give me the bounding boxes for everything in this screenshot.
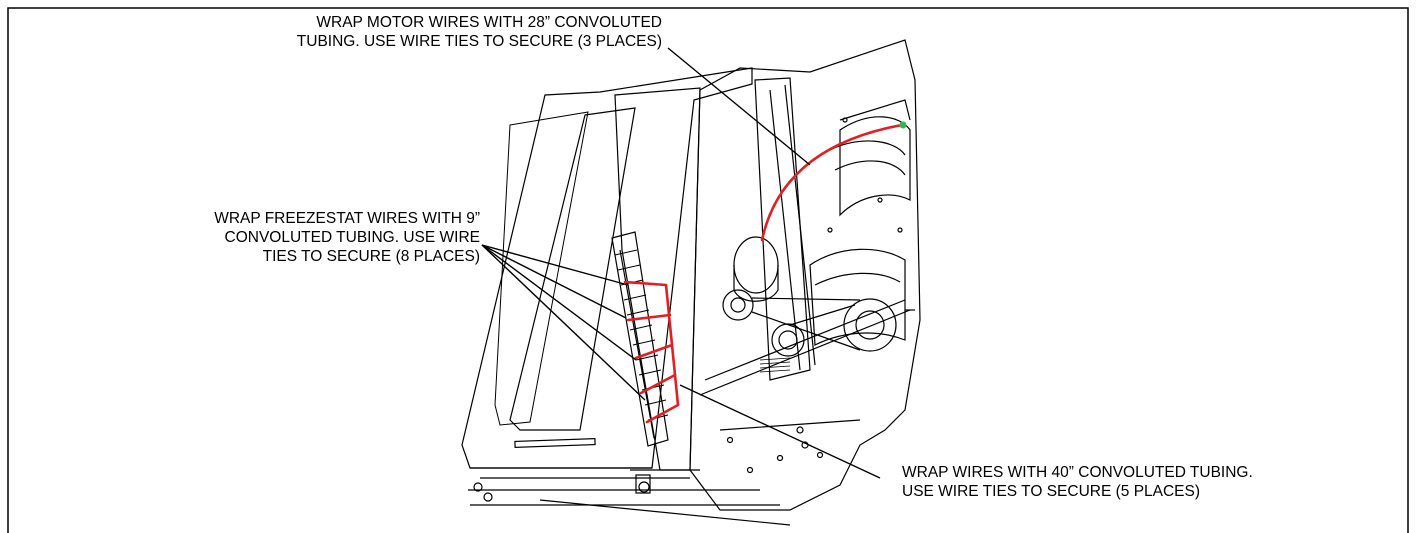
frame-border: [7, 7, 1409, 533]
wires-tubing-callout: WRAP WIRES WITH 40” CONVOLUTED TUBING. U…: [902, 463, 1253, 501]
wire-routing: [623, 123, 904, 424]
terminal-marker: [899, 121, 907, 129]
leader-lines: [481, 47, 881, 479]
freezestat-leader-4: [481, 244, 646, 401]
freezestat-leader-2: [481, 244, 627, 319]
freezestat-callout-line-1: WRAP FREEZESTAT WIRES WITH 9”: [214, 210, 480, 227]
freezestat-wires-callout: WRAP FREEZESTAT WIRES WITH 9” CONVOLUTED…: [112, 209, 480, 266]
motor-callout-line-1: WRAP MOTOR WIRES WITH 28” CONVOLUTED: [316, 14, 662, 31]
blower-section: [689, 39, 921, 511]
wires-callout-line-1: WRAP WIRES WITH 40” CONVOLUTED TUBING.: [902, 464, 1253, 481]
wires-leader: [679, 384, 881, 479]
motor-wire: [760, 123, 904, 242]
freezestat-leader-1: [481, 244, 629, 286]
freezestat-leader-3: [481, 244, 637, 361]
motor-leader: [667, 47, 811, 166]
left-cabinet-panel: [461, 67, 791, 526]
motor-wires-callout: WRAP MOTOR WIRES WITH 28” CONVOLUTED TUB…: [190, 13, 662, 51]
freezestat-callout-line-2: CONVOLUTED TUBING. USE WIRE: [224, 229, 481, 246]
wires-callout-line-2: USE WIRE TIES TO SECURE (5 PLACES): [902, 483, 1201, 500]
motor-callout-line-2: TUBING. USE WIRE TIES TO SECURE (3 PLACE…: [296, 33, 662, 50]
freezestat-callout-line-3: TIES TO SECURE (8 PLACES): [262, 248, 480, 265]
